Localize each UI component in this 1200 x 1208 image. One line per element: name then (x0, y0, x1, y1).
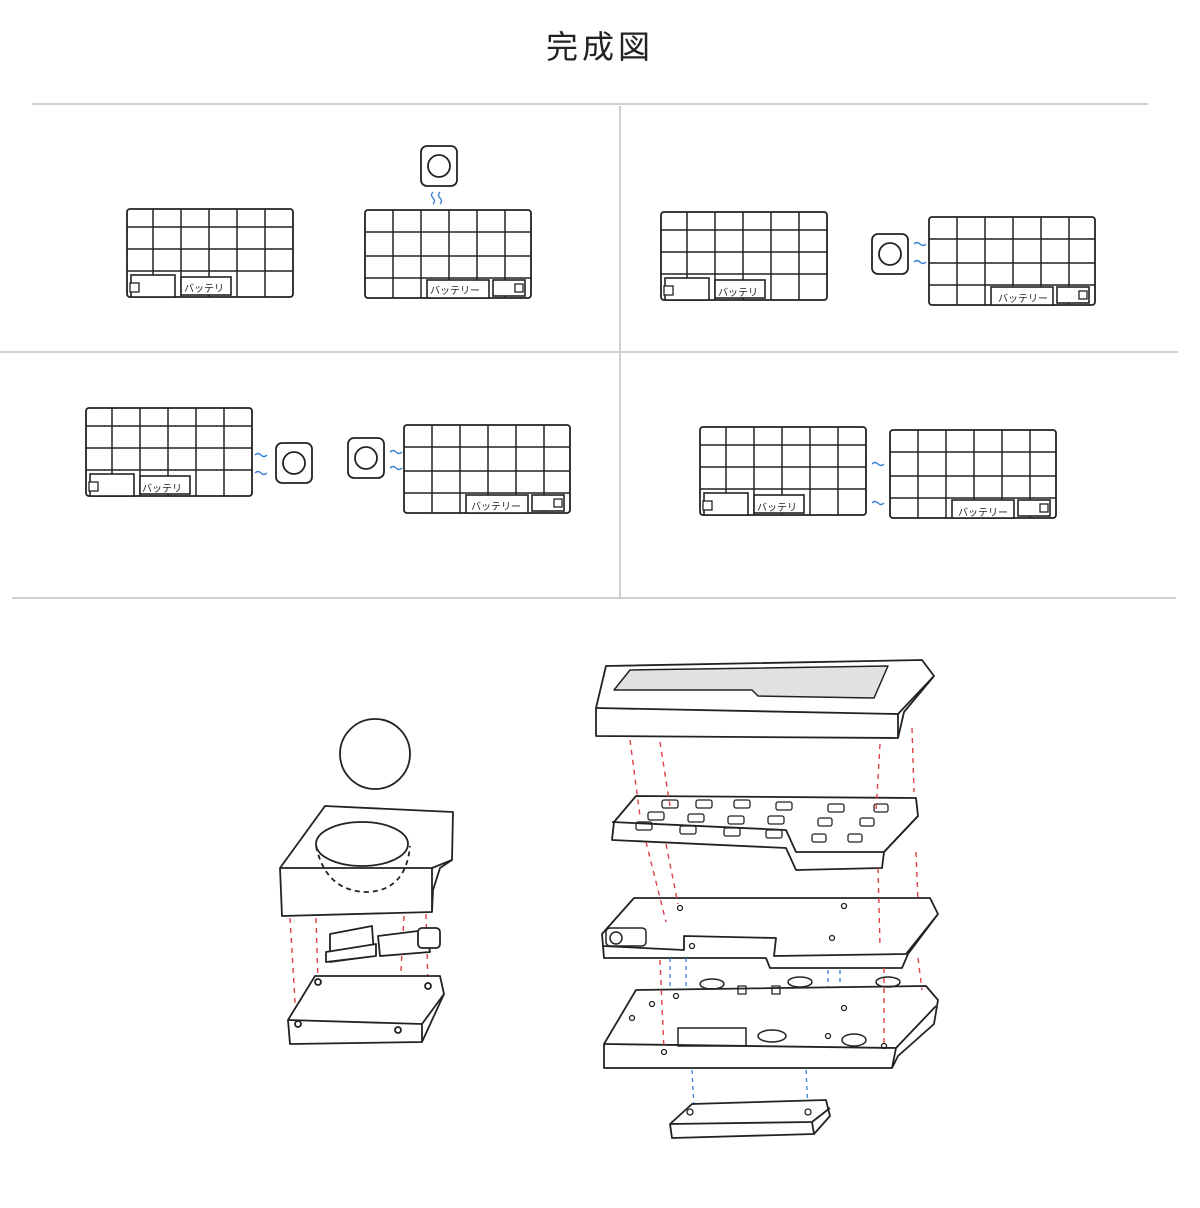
layout-panel-1: バッテリ バッテリー (126, 145, 532, 299)
bottom-cover-plate (669, 1099, 831, 1139)
page-title: 完成図 (545, 28, 654, 66)
keyboard-main-board (601, 897, 939, 969)
trackball-housing (279, 805, 454, 917)
sensor-board (325, 925, 441, 963)
trackball-base-plate (287, 975, 445, 1045)
wireless-icon (430, 191, 443, 205)
layout-panel-3: バッテリ バッテリー (85, 407, 571, 514)
layout-panel-2: バッテリ バッテリー (660, 211, 1096, 306)
keyboard-top-frame (595, 659, 935, 739)
wireless-icon (254, 449, 403, 476)
battery-label: バッテリー (471, 501, 521, 513)
trackball-module (420, 145, 458, 187)
battery-label: バッテリー (430, 285, 480, 297)
battery-label: バッテリ (718, 287, 758, 299)
trackball-module (347, 437, 385, 479)
red-guide-lines (629, 727, 923, 1051)
trackball-exploded-view (279, 718, 454, 1045)
battery-label: バッテリー (958, 507, 1008, 519)
layout-panel-4: バッテリ バッテリー (699, 426, 1057, 519)
panel-dividers (0, 103, 1178, 599)
battery-label: バッテリ (184, 283, 224, 295)
battery-label: バッテリ (757, 502, 797, 514)
wireless-icon (913, 241, 927, 265)
battery-label: バッテリ (142, 483, 182, 495)
battery-label: バッテリー (998, 293, 1048, 305)
trackball-module (275, 442, 313, 484)
wireless-icon (871, 461, 885, 506)
trackball-ball (339, 718, 411, 790)
keyboard-exploded-view (595, 659, 939, 1139)
keyboard-bottom-board (603, 976, 939, 1069)
keycap-plate (611, 795, 919, 871)
trackball-module (871, 233, 909, 275)
